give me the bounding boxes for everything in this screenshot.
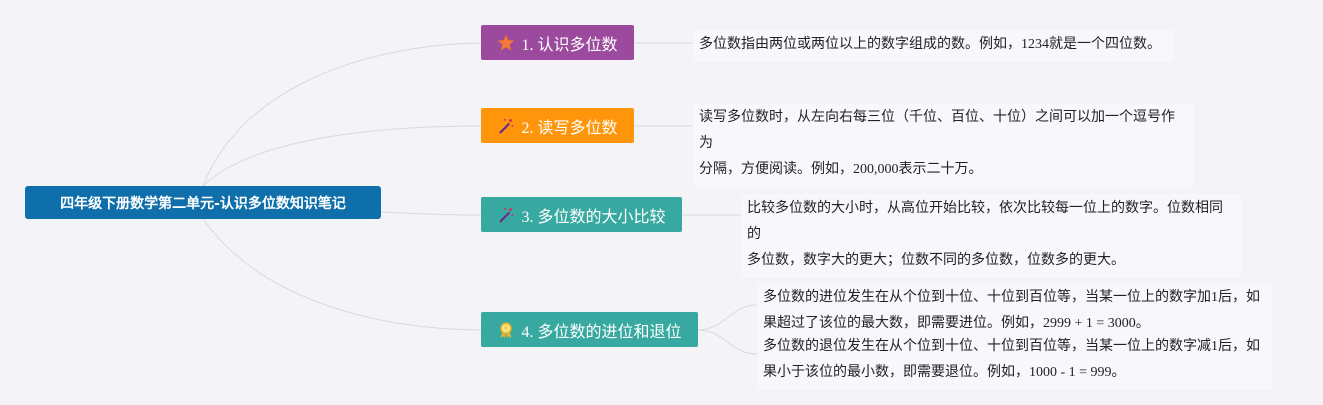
award-ribbon-icon xyxy=(500,321,513,338)
branch-topic-3[interactable]: 3. 多位数的大小比较 xyxy=(481,197,682,232)
note-line: 果超过了该位的最大数，即需要进位。例如，2999 + 1 = 3000。 xyxy=(763,316,1150,331)
note-line: 多位数的退位发生在从个位到十位、十位到百位等，当某一位上的数字减1后，如 xyxy=(763,339,1260,354)
connector-branch-4-note-1 xyxy=(697,304,758,331)
note-line: 多位数，数字大的更大；位数不同的多位数，位数多的更大。 xyxy=(747,253,1125,268)
branch-topic-4[interactable]: 4. 多位数的进位和退位 xyxy=(481,312,698,347)
connector-root-branch-3 xyxy=(380,211,482,216)
connector-branch-4-note-2 xyxy=(697,329,758,355)
branch-topic-2-label: 2. 读写多位数 xyxy=(521,119,618,137)
note-branch-2[interactable]: 读写多位数时，从左向右每三位（千位、百位、十位）之间可以加一个逗号作为 分隔，方… xyxy=(693,103,1193,187)
star-icon xyxy=(497,33,516,51)
note-branch-4-carry[interactable]: 多位数的进位发生在从个位到十位、十位到百位等，当某一位上的数字加1后，如 果超过… xyxy=(757,283,1272,341)
root-topic[interactable]: 四年级下册数学第二单元-认识多位数知识笔记 xyxy=(25,186,381,219)
branch-topic-1[interactable]: 1. 认识多位数 xyxy=(481,25,634,60)
note-branch-3[interactable]: 比较多位数的大小时，从高位开始比较，依次比较每一位上的数字。位数相同的 多位数，… xyxy=(741,194,1241,278)
branch-topic-1-label: 1. 认识多位数 xyxy=(521,36,618,54)
note-branch-4-borrow[interactable]: 多位数的退位发生在从个位到十位、十位到百位等，当某一位上的数字减1后，如 果小于… xyxy=(757,332,1272,390)
root-topic-label: 四年级下册数学第二单元-认识多位数知识笔记 xyxy=(60,195,346,212)
note-line: 果小于该位的最小数，即需要退位。例如，1000 - 1 = 999。 xyxy=(763,365,1126,380)
branch-topic-4-label: 4. 多位数的进位和退位 xyxy=(521,323,682,341)
magic-wand-icon xyxy=(500,118,514,133)
connector-root-branch-2 xyxy=(202,125,482,187)
branch-topic-2[interactable]: 2. 读写多位数 xyxy=(481,108,634,143)
note-branch-1[interactable]: 多位数指由两位或两位以上的数字组成的数。例如，1234就是一个四位数。 xyxy=(693,30,1173,62)
note-line: 多位数指由两位或两位以上的数字组成的数。例如，1234就是一个四位数。 xyxy=(699,37,1161,52)
note-line: 读写多位数时，从左向右每三位（千位、百位、十位）之间可以加一个逗号作为 xyxy=(699,110,1175,151)
connector-root-branch-4 xyxy=(202,218,482,331)
note-line: 比较多位数的大小时，从高位开始比较，依次比较每一位上的数字。位数相同的 xyxy=(747,201,1223,242)
connector-root-branch-1 xyxy=(202,42,482,187)
note-line: 多位数的进位发生在从个位到十位、十位到百位等，当某一位上的数字加1后，如 xyxy=(763,290,1260,305)
note-line: 分隔，方便阅读。例如，200,000表示二十万。 xyxy=(699,162,983,177)
branch-topic-3-label: 3. 多位数的大小比较 xyxy=(521,208,666,226)
magic-wand-icon xyxy=(500,207,514,222)
